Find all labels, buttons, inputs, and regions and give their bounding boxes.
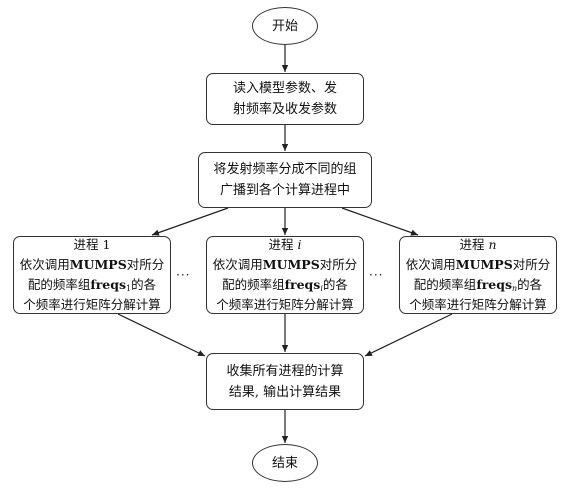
split-frequencies-box: 将发射频率分成不同的组 广播到各个计算进程中 xyxy=(198,152,372,208)
read-parameters-box: 读入模型参数、发 射频率及收发参数 xyxy=(206,73,364,125)
process-i-line-1-a: 依次调用 xyxy=(212,257,263,272)
end-node: 结束 xyxy=(252,444,318,482)
process-i-box: 进程 i 依次调用MUMPS对所分 配的频率组freqsi的各 个频率进行矩阵分… xyxy=(206,236,364,314)
collect-line-1: 收集所有进程的计算 xyxy=(226,363,344,379)
process-1-line-2: 配的频率组freqs1的各 xyxy=(28,275,156,295)
end-label: 结束 xyxy=(271,455,298,471)
arrow-split-to-proc-n xyxy=(341,207,419,236)
freqs-subscript: 1 xyxy=(126,284,132,293)
start-label: 开始 xyxy=(271,18,298,34)
arrow-split-to-proc-1 xyxy=(151,207,229,236)
process-n-line-2-c: 的各 xyxy=(517,277,543,292)
process-n-title-text: 进程 xyxy=(459,237,489,252)
process-i-line-2: 配的频率组freqsi的各 xyxy=(222,275,348,295)
process-1-title: 进程 1 xyxy=(74,235,111,255)
process-n-line-1: 依次调用MUMPS对所分 xyxy=(406,255,551,275)
process-n-line-3: 个频率进行矩阵分解计算 xyxy=(409,297,547,312)
ellipsis-right: ··· xyxy=(369,268,384,282)
process-i-line-2-c: 的各 xyxy=(322,277,348,292)
process-n-line-1-a: 依次调用 xyxy=(405,257,456,272)
process-n-box: 进程 n 依次调用MUMPS对所分 配的频率组freqsn的各 个频率进行矩阵分… xyxy=(399,236,557,314)
process-1-title-text: 进程 xyxy=(73,237,103,252)
process-i-title: 进程 i xyxy=(269,235,302,255)
read-line-1: 读入模型参数、发 xyxy=(232,81,337,96)
arrow-proc-n-to-collect xyxy=(364,313,453,357)
process-n-index: n xyxy=(488,237,497,252)
process-n-line-2-a: 配的频率组 xyxy=(413,277,477,292)
freqs-label: freqs xyxy=(284,277,321,292)
process-n-line-1-c: 对所分 xyxy=(512,257,551,272)
collect-line-2: 结果, 输出计算结果 xyxy=(228,384,342,400)
mumps-label: MUMPS xyxy=(69,257,127,272)
process-1-index: 1 xyxy=(102,237,111,252)
process-i-title-text: 进程 xyxy=(268,237,298,252)
process-i-index: i xyxy=(297,237,302,252)
freqs-label: freqs xyxy=(90,277,127,292)
process-i-line-1: 依次调用MUMPS对所分 xyxy=(213,255,358,275)
freqs-subscript: n xyxy=(512,284,518,293)
freqs-subscript: i xyxy=(320,284,323,293)
process-i-line-3: 个频率进行矩阵分解计算 xyxy=(216,297,354,312)
ellipsis-left: ··· xyxy=(176,268,191,282)
process-i-line-1-c: 对所分 xyxy=(319,257,358,272)
arrow-proc-1-to-collect xyxy=(117,313,206,357)
process-1-line-3: 个频率进行矩阵分解计算 xyxy=(23,297,161,312)
mumps-label: MUMPS xyxy=(455,257,513,272)
process-1-line-1-c: 对所分 xyxy=(126,257,165,272)
split-line-2: 广播到各个计算进程中 xyxy=(219,183,350,198)
collect-results-box: 收集所有进程的计算 结果, 输出计算结果 xyxy=(206,353,364,410)
freqs-label: freqs xyxy=(476,277,513,292)
process-1-line-2-c: 的各 xyxy=(131,277,157,292)
process-1-line-1-a: 依次调用 xyxy=(19,257,70,272)
read-line-2: 射频率及收发参数 xyxy=(232,102,337,117)
split-line-1: 将发射频率分成不同的组 xyxy=(213,162,357,177)
process-n-line-2: 配的频率组freqsn的各 xyxy=(414,275,542,295)
process-n-title: 进程 n xyxy=(459,235,496,255)
process-i-line-2-a: 配的频率组 xyxy=(222,277,285,292)
process-1-line-1: 依次调用MUMPS对所分 xyxy=(20,255,165,275)
process-1-box: 进程 1 依次调用MUMPS对所分 配的频率组freqs1的各 个频率进行矩阵分… xyxy=(13,236,171,314)
mumps-label: MUMPS xyxy=(262,257,320,272)
start-node: 开始 xyxy=(252,7,318,45)
process-1-line-2-a: 配的频率组 xyxy=(27,277,91,292)
